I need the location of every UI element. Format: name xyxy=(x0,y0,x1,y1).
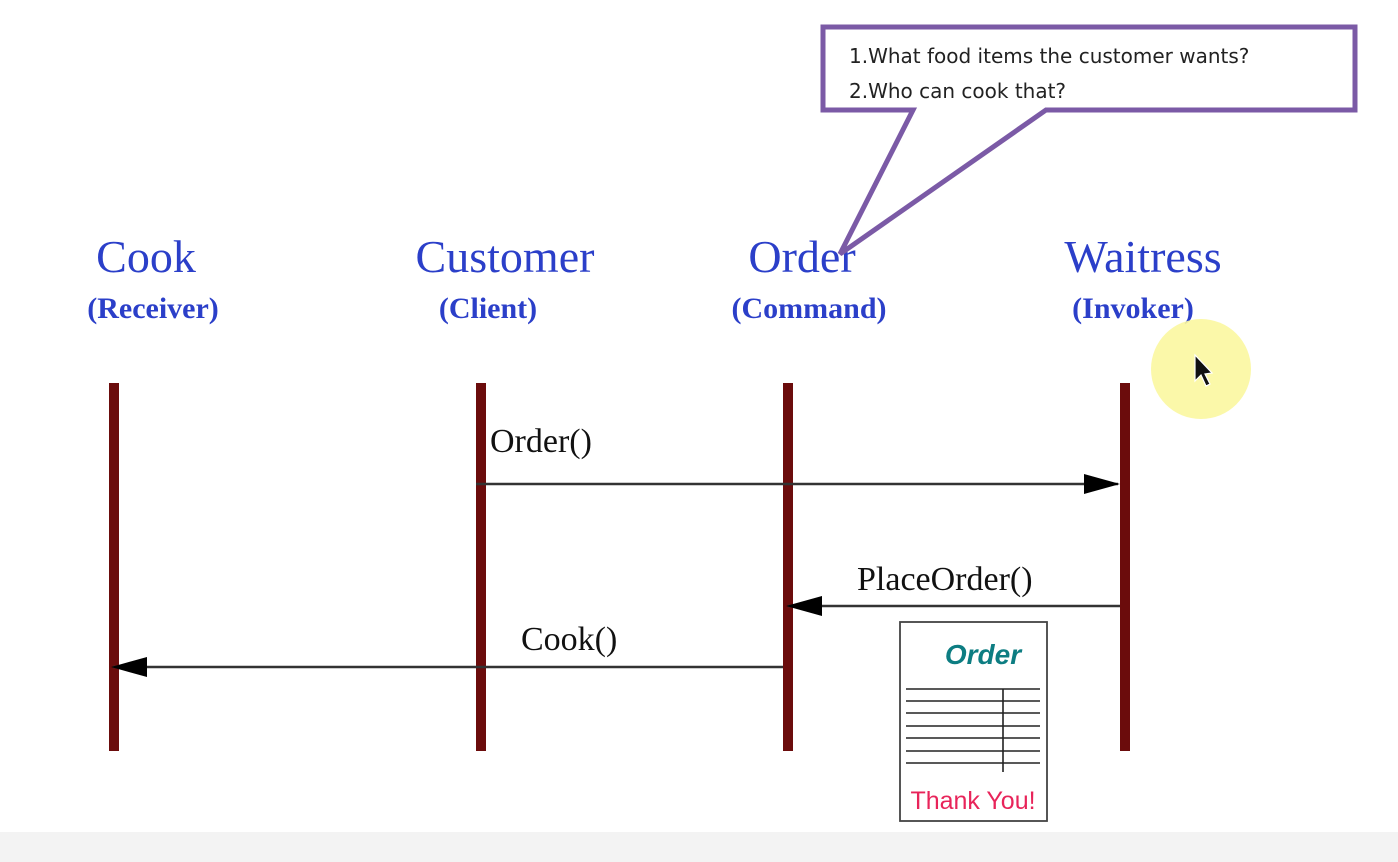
actor-waitress: Waitress (Invoker) xyxy=(1064,231,1221,325)
order-slip-footer: Thank You! xyxy=(910,787,1035,815)
message-place-order: PlaceOrder() xyxy=(786,561,1120,616)
lifeline-order xyxy=(783,383,793,751)
message-cook-label: Cook() xyxy=(521,621,617,658)
lifeline-customer xyxy=(476,383,486,751)
lifeline-cook xyxy=(109,383,119,751)
message-cook: Cook() xyxy=(111,621,783,677)
actor-role-order: (Command) xyxy=(732,292,887,325)
actor-role-customer: (Client) xyxy=(439,292,537,325)
actor-role-cook: (Receiver) xyxy=(87,292,219,325)
mouse-pointer-icon xyxy=(1194,353,1214,387)
callout: 1.What food items the customer wants? 2.… xyxy=(820,24,1358,257)
bottom-band xyxy=(0,832,1398,862)
order-slip-border xyxy=(899,621,1048,822)
lifeline-waitress xyxy=(1120,383,1130,751)
actor-name-cook: Cook xyxy=(96,231,196,282)
callout-bubble xyxy=(820,24,1358,257)
actor-customer: Customer (Client) xyxy=(416,231,595,325)
cursor xyxy=(1151,319,1251,419)
message-order: Order() xyxy=(476,423,1120,494)
message-order-label: Order() xyxy=(490,423,592,460)
callout-line-1: 1.What food items the customer wants? xyxy=(849,44,1249,68)
message-place-order-label: PlaceOrder() xyxy=(857,561,1033,598)
actor-name-customer: Customer xyxy=(416,231,595,282)
actor-role-waitress: (Invoker) xyxy=(1072,292,1194,325)
actor-order: Order (Command) xyxy=(732,231,887,325)
order-slip: Order Thank You! xyxy=(899,621,1048,822)
actor-cook: Cook (Receiver) xyxy=(87,231,219,325)
order-slip-lines xyxy=(906,688,1040,772)
order-slip-title: Order xyxy=(945,639,1023,670)
actor-name-waitress: Waitress xyxy=(1064,231,1221,282)
callout-line-2: 2.Who can cook that? xyxy=(849,79,1066,103)
actor-name-order: Order xyxy=(748,231,855,282)
